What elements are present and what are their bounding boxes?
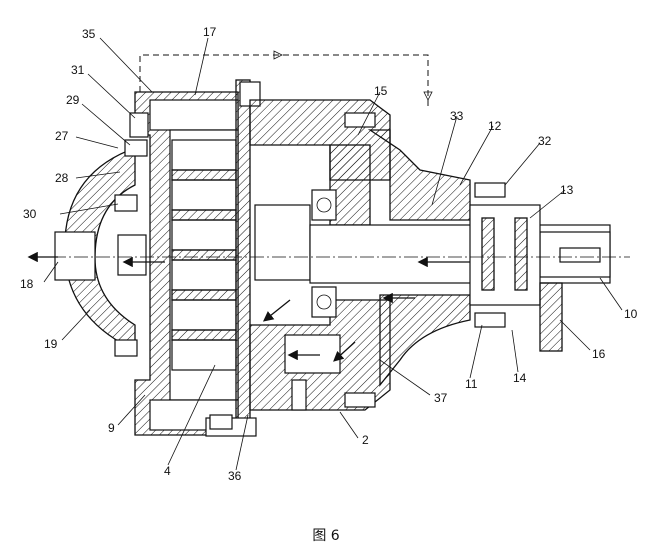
rotor-stack — [171, 139, 237, 371]
leader-lines — [43, 37, 623, 471]
part-label: 30 — [23, 207, 37, 221]
dashed-flow-line — [139, 50, 433, 110]
part-label: 2 — [362, 433, 369, 447]
end-cap-housing — [54, 147, 147, 352]
figure-caption: 图 6 — [312, 528, 339, 544]
part-label: 13 — [560, 183, 574, 197]
part-label: 17 — [203, 25, 217, 39]
bolts — [114, 112, 506, 430]
part-label: 31 — [71, 63, 85, 77]
part-label: 28 — [55, 171, 69, 185]
part-label: 19 — [44, 337, 58, 351]
output-shaft — [309, 204, 611, 306]
part-label: 14 — [513, 371, 527, 385]
part-label: 35 — [82, 27, 96, 41]
part-label: 32 — [538, 134, 552, 148]
part-label: 27 — [55, 129, 69, 143]
part-label: 16 — [592, 347, 606, 361]
part-label: 18 — [20, 277, 34, 291]
part-label: 9 — [108, 421, 115, 435]
part-label: 12 — [488, 119, 502, 133]
part-labels: 35 17 31 29 27 28 30 18 19 9 4 36 2 37 1… — [20, 25, 638, 483]
bearings — [311, 189, 337, 318]
part-label: 37 — [434, 391, 448, 405]
mount-bracket — [539, 282, 563, 352]
right-housing — [329, 129, 471, 387]
part-label: 36 — [228, 469, 242, 483]
part-label: 15 — [374, 84, 388, 98]
part-label: 33 — [450, 109, 464, 123]
part-label: 10 — [624, 307, 638, 321]
part-label: 11 — [465, 377, 478, 391]
part-label: 29 — [66, 93, 80, 107]
part-label: 4 — [164, 464, 171, 478]
flow-arrows — [27, 251, 470, 362]
